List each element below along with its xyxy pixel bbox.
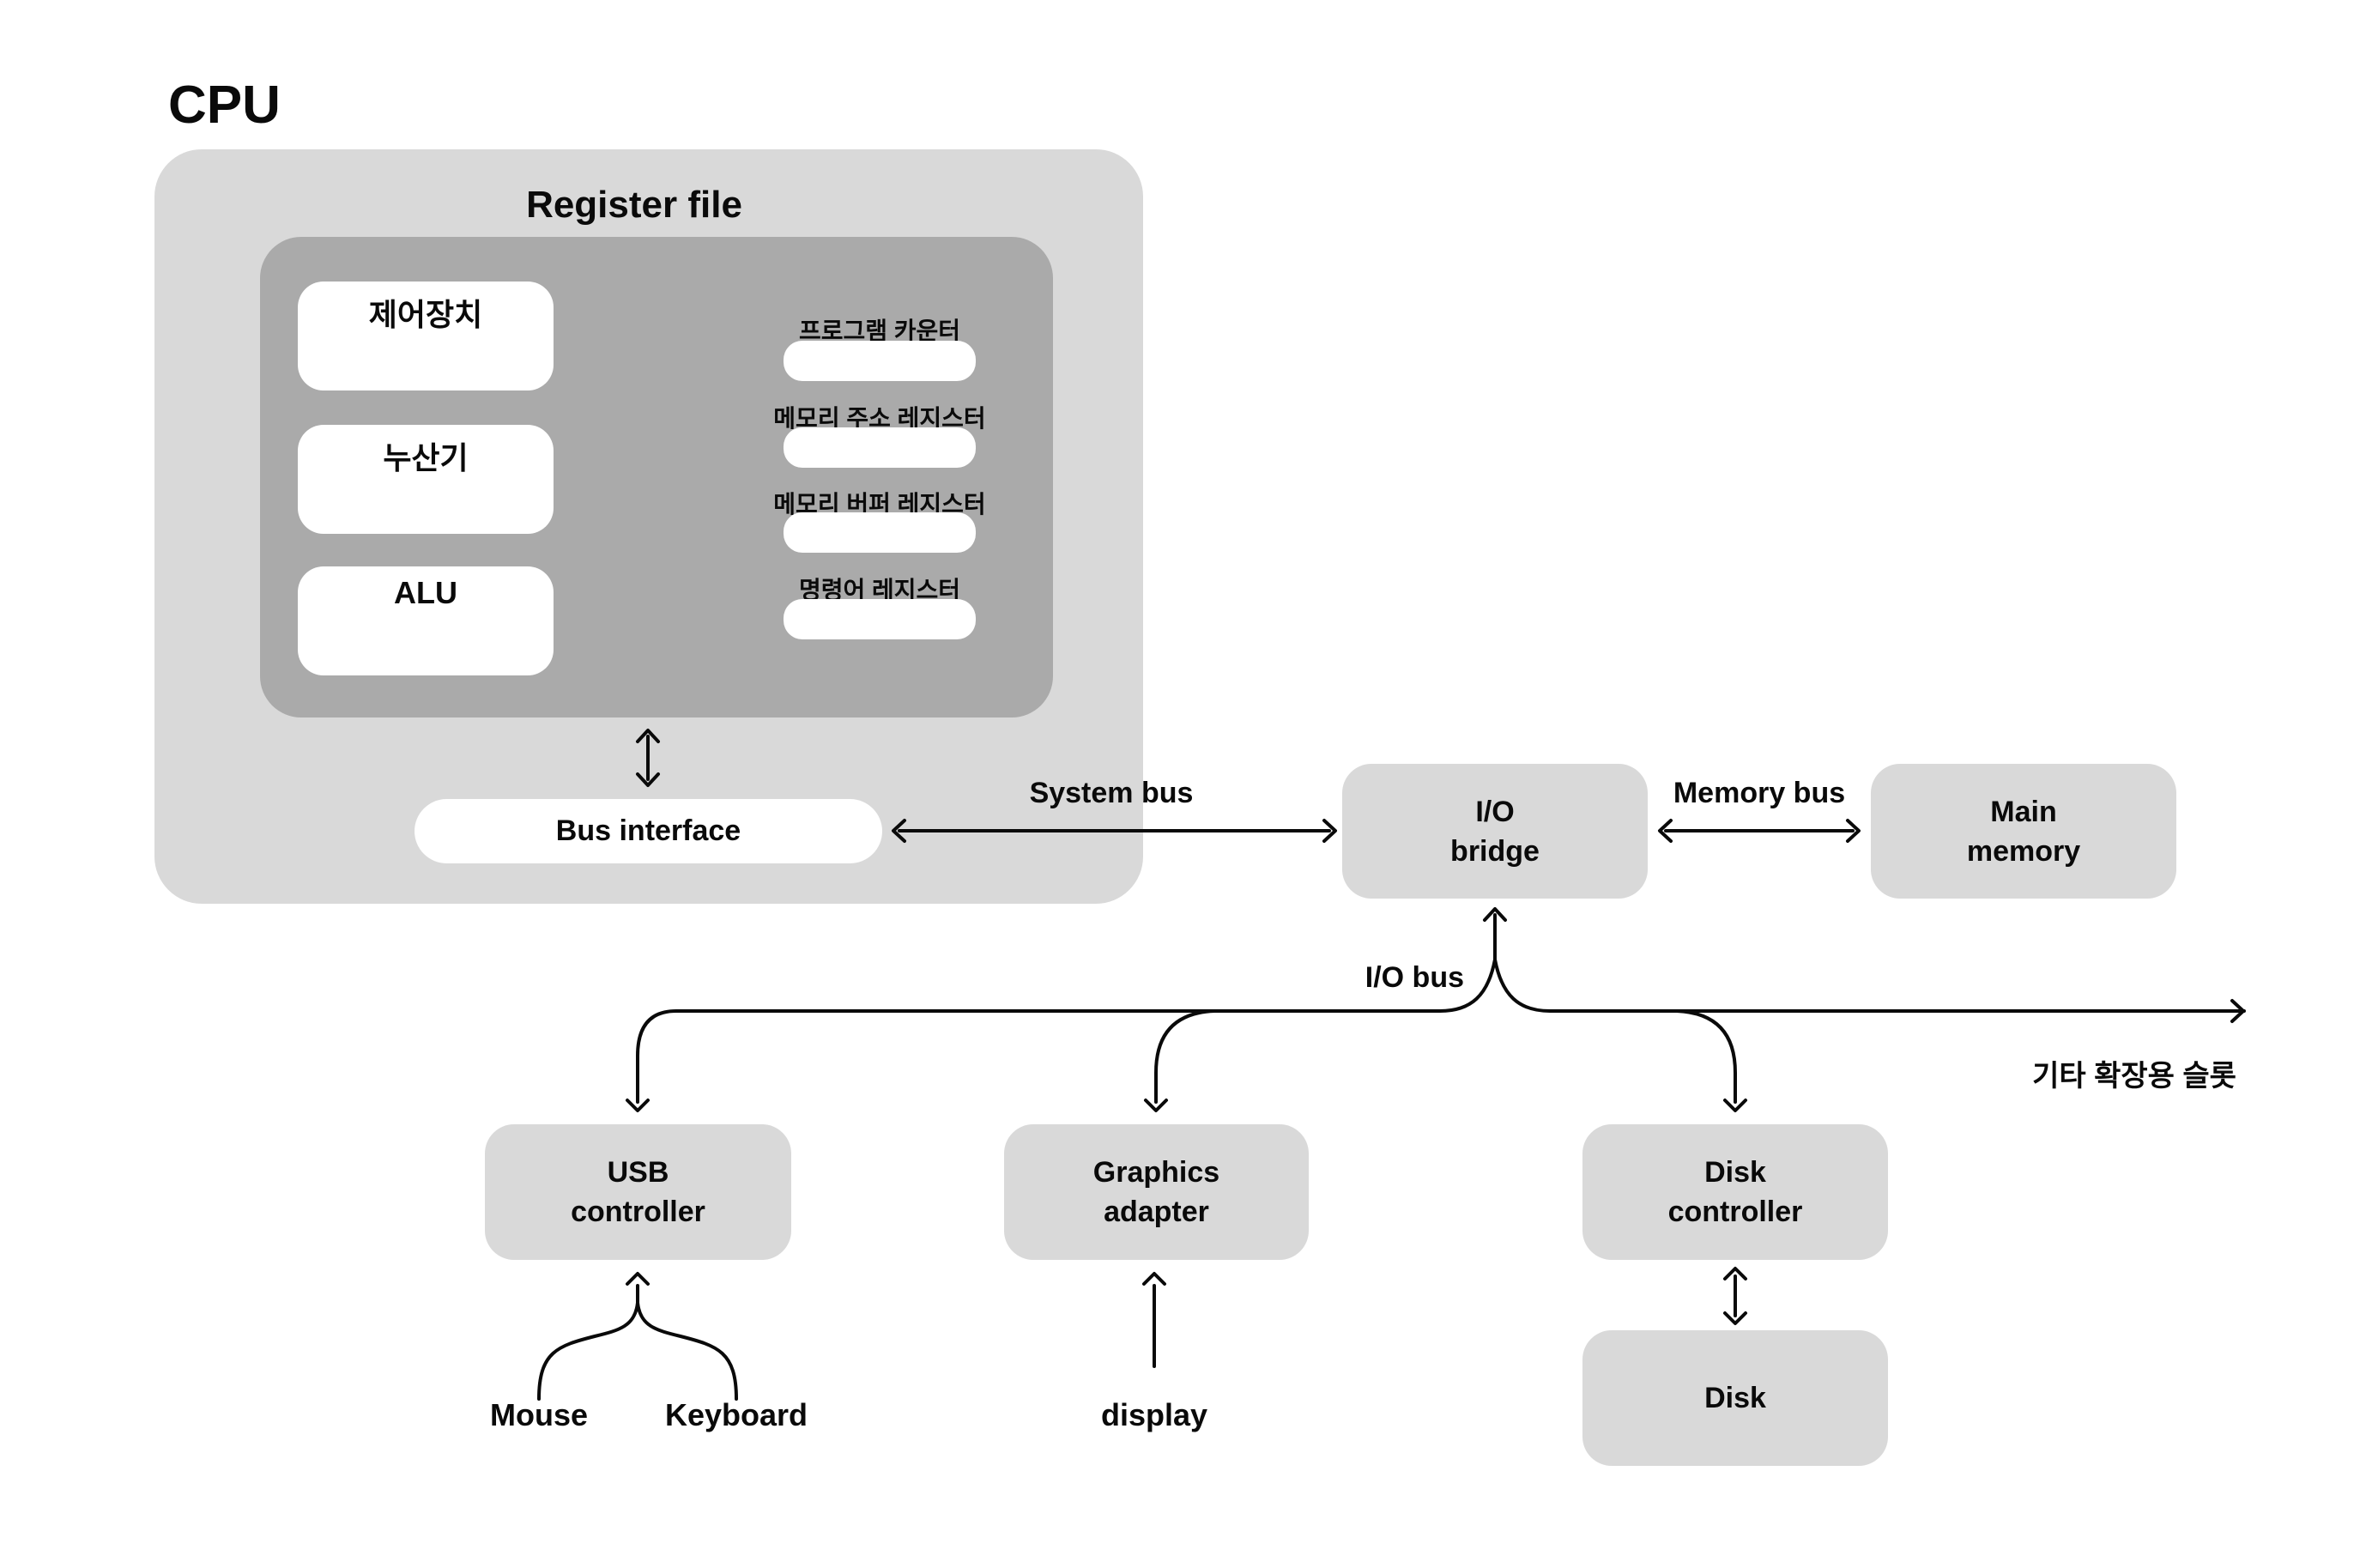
diskcontroller-disk-double-arrow [1723, 1267, 1747, 1325]
memory-buffer-register-box [784, 512, 976, 553]
main-memory-label-line1: Main [1990, 795, 2057, 828]
graphics-adapter-label-line1: Graphics [1092, 1156, 1220, 1189]
disk-controller-label-line2: controller [1667, 1196, 1803, 1228]
bus-interface-box: Bus interface [415, 799, 882, 863]
expansion-slots-label: 기타 확장용 슬롯 [2032, 1060, 2236, 1093]
display-to-graphics-arrow [1142, 1272, 1166, 1368]
disk-box: Disk [1582, 1330, 1888, 1466]
control-unit-label: 제어장치 [368, 297, 483, 332]
io-bus-to-usb-branch [626, 1009, 678, 1112]
usb-controller-box: USB controller [485, 1124, 791, 1260]
alu-label: ALU [394, 575, 457, 610]
alu-box: ALU [298, 566, 554, 675]
memory-bus-arrow [1658, 819, 1861, 843]
system-bus-label: System bus [1029, 777, 1194, 809]
graphics-adapter-label-line2: adapter [1104, 1196, 1209, 1228]
io-bridge-label-line2: bridge [1450, 834, 1540, 868]
memory-bus-label: Memory bus [1673, 777, 1846, 809]
memory-address-register-label: 메모리 주소 레지스터 [773, 405, 986, 432]
instruction-register-label: 명령어 레지스터 [798, 577, 961, 603]
mouse-label: Mouse [489, 1397, 588, 1432]
accumulator-box: 누산기 [298, 425, 554, 534]
display-label: display [1100, 1397, 1208, 1432]
cpu-title: CPU [168, 76, 281, 135]
io-bridge-box: I/O bridge [1342, 764, 1648, 899]
bus-interface-label: Bus interface [555, 814, 741, 847]
register-file-title: Register file [526, 184, 742, 226]
io-bridge-label-line1: I/O [1475, 795, 1515, 828]
usb-controller-label-line2: controller [571, 1196, 705, 1228]
main-memory-box: Main memory [1871, 764, 2176, 899]
io-bus-to-disk-branch [1675, 1009, 1747, 1112]
keyboard-label: Keyboard [664, 1397, 808, 1432]
program-counter-box [784, 341, 976, 381]
instruction-register-box [784, 599, 976, 639]
mouse-keyboard-fork-arrow [537, 1272, 738, 1401]
control-unit-box: 제어장치 [298, 282, 554, 390]
program-counter-label: 프로그램 카운터 [798, 318, 961, 344]
disk-controller-label-line1: Disk [1704, 1156, 1766, 1189]
disk-controller-box: Disk controller [1582, 1124, 1888, 1260]
memory-address-register-box [784, 427, 976, 468]
main-memory-label-line2: memory [1966, 834, 2081, 868]
disk-label: Disk [1704, 1382, 1766, 1414]
graphics-adapter-box: Graphics adapter [1004, 1124, 1309, 1260]
io-bus-to-graphics-branch [1144, 1009, 1216, 1112]
io-bus-label: I/O bus [1365, 961, 1464, 994]
accumulator-label: 누산기 [383, 440, 469, 475]
usb-controller-label-line1: USB [607, 1156, 669, 1189]
